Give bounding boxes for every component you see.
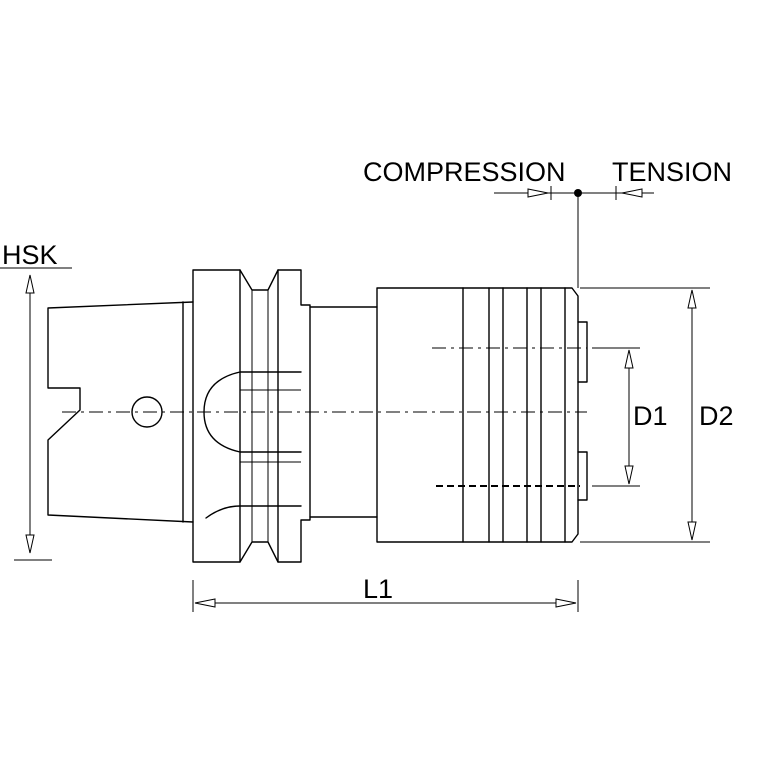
hsk-label: HSK — [2, 240, 58, 270]
l1-label: L1 — [363, 574, 393, 604]
compression-tension-indicator — [494, 186, 654, 288]
flange — [192, 269, 311, 563]
d1-dimension — [592, 347, 640, 487]
d1-label: D1 — [633, 401, 668, 431]
d2-dimension — [580, 287, 710, 543]
centre-lines — [62, 347, 587, 487]
hsk-dimension — [0, 267, 72, 561]
chuck-body — [376, 287, 588, 543]
tension-label: TENSION — [612, 157, 732, 187]
compression-label: COMPRESSION — [363, 157, 566, 187]
neck — [309, 306, 378, 518]
l1-dimension — [192, 580, 579, 612]
d2-label: D2 — [699, 401, 734, 431]
